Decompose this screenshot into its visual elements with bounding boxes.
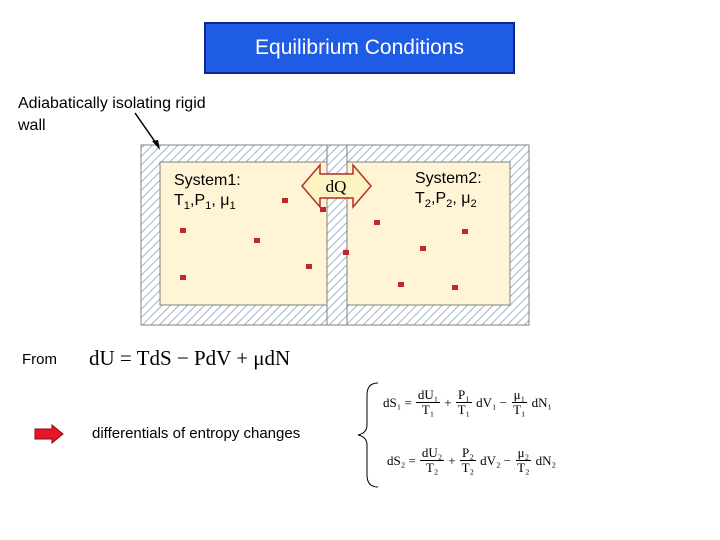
entropy-differentials-text: differentials of entropy changes (92, 425, 301, 442)
particle (343, 250, 349, 255)
particle (180, 275, 186, 280)
particle (462, 229, 468, 234)
system2-label: System2: T2,P2, μ2 (415, 170, 482, 211)
particle (452, 285, 458, 290)
particle (320, 207, 326, 212)
title-banner: Equilibrium Conditions (204, 22, 515, 74)
wall-caption: Adiabatically isolating rigid wall (18, 95, 206, 134)
system1-label: System1: T1,P1, μ1 (174, 172, 241, 213)
particles (180, 198, 468, 290)
particle (282, 198, 288, 203)
particle (254, 238, 260, 243)
heat-label: dQ (326, 177, 347, 196)
curly-brace (357, 382, 379, 488)
red-arrow-icon (34, 424, 64, 444)
wall-pointer-line (134, 112, 159, 147)
from-label: From (22, 351, 57, 368)
particle (306, 264, 312, 269)
particle (374, 220, 380, 225)
particle (180, 228, 186, 233)
particle (398, 282, 404, 287)
page-title: Equilibrium Conditions (255, 36, 464, 59)
first-law-equation: dU = TdS − PdV + μdN (89, 346, 291, 370)
heat-arrow (301, 162, 372, 210)
partition-wall (326, 144, 348, 326)
particle (420, 246, 426, 251)
wall-pointer-head (152, 140, 160, 150)
